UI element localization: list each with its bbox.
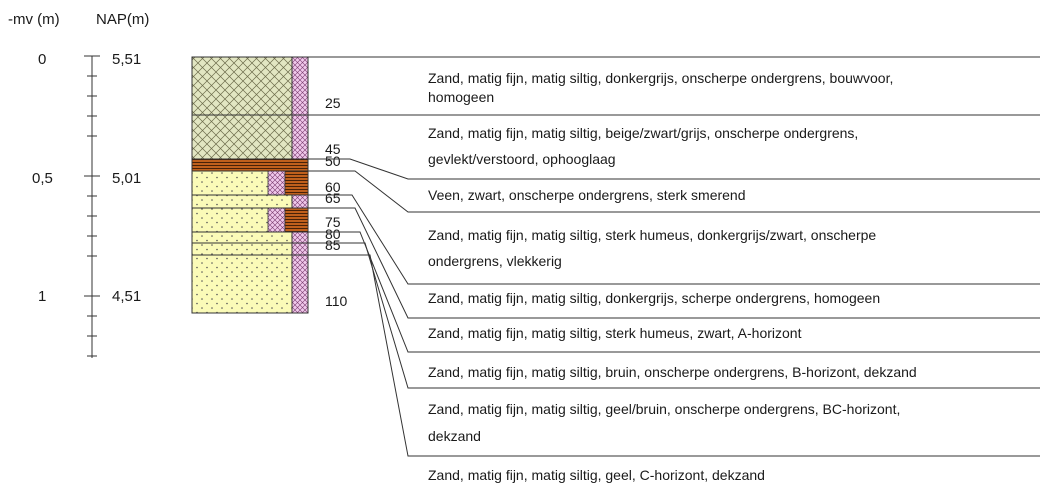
- layer-description: Zand, matig fijn, matig siltig, sterk hu…: [428, 325, 802, 341]
- mv-label: 0: [38, 51, 46, 68]
- layer-topsoil: [191, 56, 293, 160]
- nap-label: 5,51: [112, 51, 141, 68]
- layer-description: homogeen: [428, 89, 494, 105]
- mv-label: 1: [38, 288, 46, 305]
- depth-label: 65: [325, 190, 341, 206]
- layer-description: Zand, matig fijn, matig siltig, donkergr…: [428, 70, 893, 86]
- header-mv: -mv (m): [8, 11, 60, 28]
- depth-label: 110: [325, 293, 348, 309]
- nap-label: 5,01: [112, 170, 141, 187]
- depth-label: 25: [325, 95, 341, 111]
- depth-axis: [84, 55, 100, 358]
- layer-description: Zand, matig fijn, matig siltig, bruin, o…: [428, 364, 917, 380]
- depth-label: 85: [325, 237, 341, 253]
- depth-label: 45: [325, 141, 341, 157]
- humus-strip: [291, 56, 309, 160]
- depth-label: 80: [325, 226, 341, 242]
- soil-column: [191, 56, 309, 314]
- depth-label: 50: [325, 153, 341, 169]
- layer-description: Zand, matig fijn, matig siltig, geel, C-…: [428, 467, 765, 483]
- mv-label: 0,5: [32, 170, 53, 187]
- header-nap: NAP(m): [96, 11, 149, 28]
- nap-label: 4,51: [112, 288, 141, 305]
- layer-description: gevlekt/verstoord, ophooglaag: [428, 151, 616, 167]
- depth-label: 60: [325, 179, 341, 195]
- depth-label: 75: [325, 214, 341, 230]
- layer-description: Zand, matig fijn, matig siltig, donkergr…: [428, 290, 880, 306]
- layer-descriptions: Zand, matig fijn, matig siltig, donkergr…: [428, 70, 917, 483]
- layer-description: Veen, zwart, onscherpe ondergrens, sterk…: [428, 187, 746, 203]
- leader-lines: [308, 56, 1040, 457]
- layer-description: Zand, matig fijn, matig siltig, sterk hu…: [428, 227, 876, 243]
- layer-description: ondergrens, vlekkerig: [428, 253, 562, 269]
- layer-description: Zand, matig fijn, matig siltig, beige/zw…: [428, 125, 858, 141]
- layer-peat: [191, 158, 309, 172]
- layer-description: dekzand: [428, 428, 481, 444]
- layer-description: Zand, matig fijn, matig siltig, geel/bru…: [428, 401, 900, 417]
